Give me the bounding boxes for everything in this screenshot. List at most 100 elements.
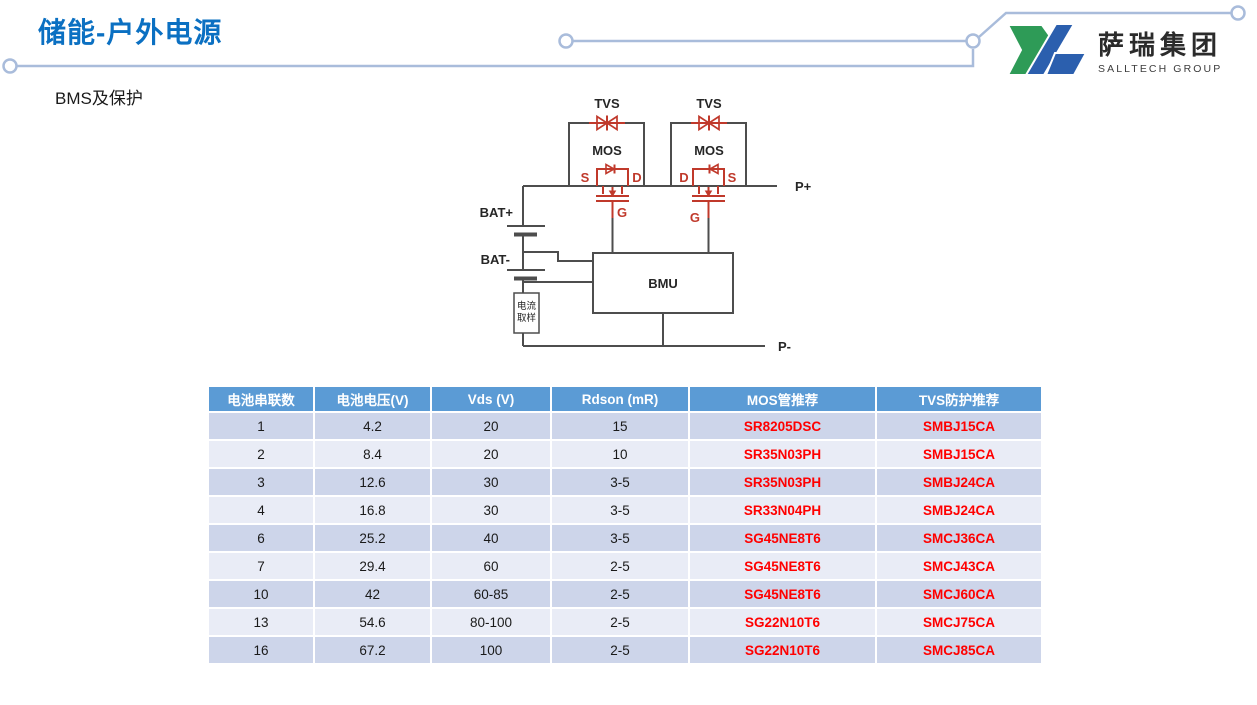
table-cell: 2-5	[552, 609, 688, 635]
table-cell: 25.2	[315, 525, 430, 551]
mos2-source-label: S	[728, 170, 737, 185]
table-cell: 20	[432, 413, 550, 439]
mos2-gate-label: G	[690, 210, 700, 225]
table-cell: 40	[432, 525, 550, 551]
table-cell: 15	[552, 413, 688, 439]
part-number-cell: SMBJ24CA	[877, 497, 1041, 523]
tvs1-loop-left	[568, 122, 589, 186]
table-cell: 60	[432, 553, 550, 579]
bmu-label: BMU	[648, 276, 678, 291]
part-number-cell: SR35N03PH	[690, 469, 875, 495]
bms-circuit-diagram: TVS TVS MOS MOS S D D S G G BAT+ BAT- BM…	[480, 96, 812, 354]
table-cell: 2-5	[552, 553, 688, 579]
mos1-gate-label: G	[617, 205, 627, 220]
mos1-drain-label: D	[632, 170, 641, 185]
table-cell: 29.4	[315, 553, 430, 579]
mos1-symbol-icon	[596, 163, 629, 218]
p-plus-label: P+	[795, 179, 812, 194]
column-header: MOS管推荐	[690, 387, 875, 411]
part-number-cell: SG22N10T6	[690, 609, 875, 635]
table-cell: 20	[432, 441, 550, 467]
part-number-cell: SMCJ36CA	[877, 525, 1041, 551]
mos1-label: MOS	[592, 143, 622, 158]
protection-devices	[589, 114, 727, 218]
logo-icon	[1006, 23, 1088, 76]
mos2-drain-label: D	[679, 170, 688, 185]
mos1-source-label: S	[581, 170, 590, 185]
column-header: 电池串联数	[209, 387, 313, 411]
part-number-cell: SG45NE8T6	[690, 581, 875, 607]
tvs2-loop-left	[670, 122, 691, 186]
mos2-label: MOS	[694, 143, 724, 158]
p-minus-label: P-	[778, 339, 791, 354]
table-cell: 1	[209, 413, 313, 439]
connector-node-icon	[2, 58, 18, 74]
part-number-cell: SMCJ60CA	[877, 581, 1041, 607]
part-number-cell: SMBJ15CA	[877, 413, 1041, 439]
logo-blue-foot	[1044, 52, 1088, 76]
part-number-cell: SMCJ43CA	[877, 553, 1041, 579]
column-header: 电池电压(V)	[315, 387, 430, 411]
column-header: Vds (V)	[432, 387, 550, 411]
part-number-cell: SR8205DSC	[690, 413, 875, 439]
table-cell: 16.8	[315, 497, 430, 523]
page-title: 储能-户外电源	[38, 17, 223, 48]
table-cell: 2-5	[552, 581, 688, 607]
tvs2-label: TVS	[696, 96, 722, 111]
table-cell: 4	[209, 497, 313, 523]
current-sampling-label-line1: 电流	[517, 300, 537, 312]
table-cell: 42	[315, 581, 430, 607]
part-number-cell: SR35N03PH	[690, 441, 875, 467]
bat-plus-label: BAT+	[480, 205, 514, 220]
table-cell: 54.6	[315, 609, 430, 635]
table-cell: 16	[209, 637, 313, 663]
table-cell: 30	[432, 469, 550, 495]
connector-line-lower	[17, 49, 975, 68]
table-cell: 3-5	[552, 497, 688, 523]
table-cell: 13	[209, 609, 313, 635]
table-cell: 80-100	[432, 609, 550, 635]
column-header: Rdson (mR)	[552, 387, 688, 411]
table-cell: 12.6	[315, 469, 430, 495]
part-number-cell: SMCJ75CA	[877, 609, 1041, 635]
logo-blue-slash	[1024, 23, 1076, 76]
table-cell: 8.4	[315, 441, 430, 467]
table-cell: 3-5	[552, 469, 688, 495]
mos2-symbol-icon	[692, 163, 725, 218]
connector-node-icon	[558, 33, 574, 49]
tvs2-loop-right	[727, 122, 747, 186]
table-cell: 2-5	[552, 637, 688, 663]
part-number-cell: SG45NE8T6	[690, 553, 875, 579]
bat-minus-sense-wire	[523, 251, 593, 262]
tvs2-symbol-icon	[691, 114, 727, 132]
part-number-cell: SMBJ15CA	[877, 441, 1041, 467]
bmu-box	[592, 252, 734, 314]
circuit-wires	[507, 122, 777, 347]
table-cell: 7	[209, 553, 313, 579]
part-number-cell: SMBJ24CA	[877, 469, 1041, 495]
part-number-cell: SR33N04PH	[690, 497, 875, 523]
section-subtitle: BMS及保护	[55, 89, 143, 108]
current-sampling-box	[513, 292, 540, 334]
connector-node-icon	[965, 33, 981, 49]
table-cell: 100	[432, 637, 550, 663]
table-cell: 3	[209, 469, 313, 495]
part-number-cell: SG22N10T6	[690, 637, 875, 663]
logo-company-name-en: SALLTECH GROUP	[1098, 63, 1223, 75]
table-cell: 4.2	[315, 413, 430, 439]
table-cell: 60-85	[432, 581, 550, 607]
connector-node-icon	[1230, 5, 1246, 21]
logo-company-name: 萨瑞集团	[1098, 30, 1223, 60]
tvs1-loop-right	[625, 122, 645, 186]
company-logo: 萨瑞集团 SALLTECH GROUP	[1006, 22, 1222, 78]
table-cell: 30	[432, 497, 550, 523]
